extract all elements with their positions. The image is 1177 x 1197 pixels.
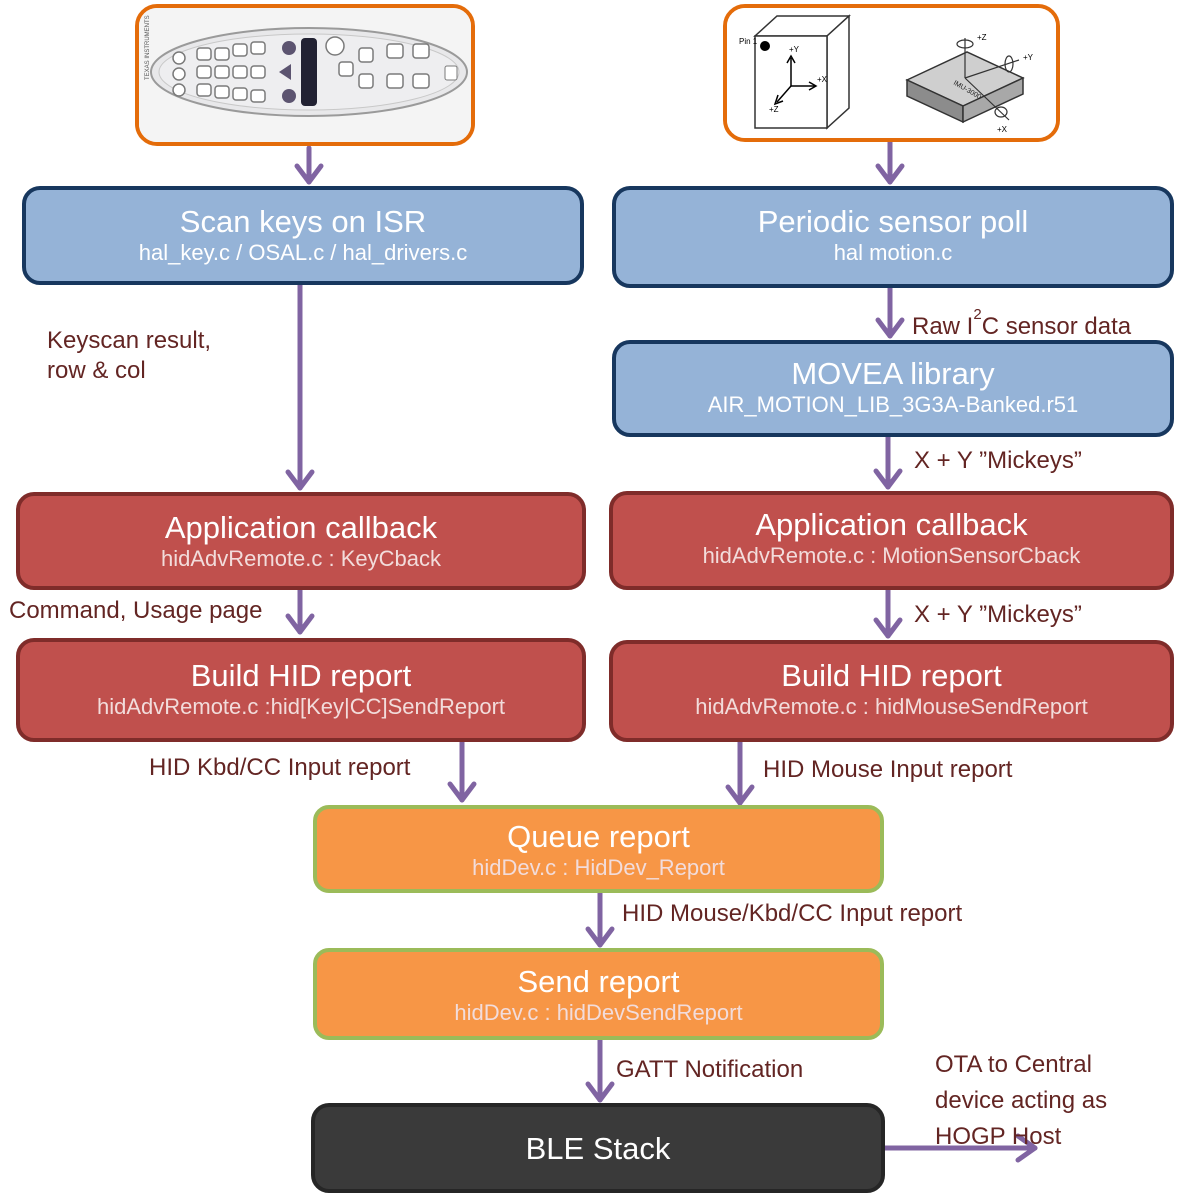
combined-input-label: HID Mouse/Kbd/CC Input report — [622, 900, 963, 927]
left-build-title: Build HID report — [190, 658, 412, 693]
arrow-scan-to-callback — [285, 282, 315, 491]
axis-y-label: +Y — [789, 45, 800, 54]
right-build-title: Build HID report — [781, 658, 1002, 693]
left-build-subtitle: hidAdvRemote.c :hid[Key|CC]SendReport — [96, 694, 506, 719]
left-callback-subtitle: hidAdvRemote.c : KeyCback — [160, 546, 442, 571]
keyscan-label-line2: row & col — [47, 357, 146, 384]
arrow-callback-to-build-right — [873, 587, 903, 639]
send-report-title: Send report — [517, 964, 680, 999]
arrow-right-build-to-queue — [725, 739, 755, 806]
sensor-orientation-image: Pin 1 +Y +X +Z IMU-3000 +Z +Y + — [723, 4, 1060, 142]
arrow-callback-to-build — [285, 587, 315, 635]
arrow-send-to-ble — [585, 1037, 615, 1103]
left-callback-box: Application callback hidAdvRemote.c : Ke… — [16, 492, 586, 590]
axis-x-label: +X — [817, 75, 828, 84]
mickeys-label-1: X + Y ”Mickeys” — [914, 447, 1082, 474]
arrow-left-build-to-queue — [447, 739, 477, 803]
pin-label: Pin 1 — [739, 37, 758, 46]
right-build-subtitle: hidAdvRemote.c : hidMouseSendReport — [695, 694, 1088, 719]
right-callback-box: Application callback hidAdvRemote.c : Mo… — [609, 491, 1174, 590]
left-input-label: HID Kbd/CC Input report — [149, 754, 411, 781]
arrow-remote-to-scan — [294, 145, 324, 185]
imu-orientation-icon: Pin 1 +Y +X +Z IMU-3000 +Z +Y + — [727, 8, 1056, 138]
sensor-poll-title: Periodic sensor poll — [757, 204, 1029, 239]
raw-i2c-label: Raw I2C sensor data — [912, 306, 1131, 342]
right-callback-title: Application callback — [755, 507, 1028, 542]
remote-control-icon: TEXAS INSTRUMENTS — [139, 8, 471, 142]
command-label: Command, Usage page — [9, 597, 263, 624]
ota-label-line1: OTA to Central — [935, 1051, 1092, 1078]
movea-title: MOVEA library — [791, 356, 995, 391]
svg-text:+Z: +Z — [977, 33, 987, 42]
sensor-poll-subtitle: hal motion.c — [833, 240, 953, 265]
right-callback-subtitle: hidAdvRemote.c : MotionSensorCback — [702, 543, 1081, 568]
axis-z-label: +Z — [769, 105, 779, 114]
ble-stack-box: BLE Stack — [311, 1103, 885, 1193]
arrow-movea-to-callback — [873, 434, 903, 490]
raw-i2c-superscript: 2 — [973, 306, 982, 323]
scan-keys-box: Scan keys on ISR hal_key.c / OSAL.c / ha… — [22, 186, 584, 285]
raw-i2c-suffix: C sensor data — [981, 313, 1132, 340]
mickeys-label-2: X + Y ”Mickeys” — [914, 601, 1082, 628]
send-report-box: Send report hidDev.c : hidDevSendReport — [313, 948, 884, 1040]
queue-report-box: Queue report hidDev.c : HidDev_Report — [313, 805, 884, 893]
svg-text:+Y: +Y — [1023, 53, 1034, 62]
movea-subtitle: AIR_MOTION_LIB_3G3A-Banked.r51 — [707, 392, 1079, 417]
gatt-notification-label: GATT Notification — [616, 1056, 804, 1083]
scan-keys-title: Scan keys on ISR — [179, 204, 427, 239]
scan-keys-subtitle: hal_key.c / OSAL.c / hal_drivers.c — [138, 240, 468, 265]
sensor-poll-box: Periodic sensor poll hal motion.c — [612, 186, 1174, 288]
svg-text:+X: +X — [997, 125, 1008, 134]
raw-i2c-prefix: Raw I — [912, 313, 974, 340]
keyscan-label: Keyscan result, row & col — [47, 326, 211, 386]
arrow-queue-to-send — [585, 890, 615, 948]
ota-label-line2: device acting as — [935, 1087, 1108, 1114]
remote-control-image: TEXAS INSTRUMENTS — [135, 4, 475, 146]
ota-label: OTA to Central device acting as HOGP Hos… — [935, 1047, 1107, 1155]
send-report-subtitle: hidDev.c : hidDevSendReport — [454, 1000, 743, 1025]
right-input-label: HID Mouse Input report — [763, 756, 1013, 783]
ble-stack-title: BLE Stack — [525, 1131, 671, 1166]
queue-report-title: Queue report — [507, 819, 690, 854]
arrow-ble-to-ota — [880, 1133, 1038, 1163]
queue-report-subtitle: hidDev.c : HidDev_Report — [472, 855, 725, 880]
keyscan-label-line1: Keyscan result, — [47, 327, 212, 354]
arrow-sensor-to-poll — [875, 139, 905, 185]
left-callback-title: Application callback — [164, 510, 438, 545]
movea-box: MOVEA library AIR_MOTION_LIB_3G3A-Banked… — [612, 340, 1174, 437]
arrow-poll-to-movea — [875, 285, 905, 339]
right-build-box: Build HID report hidAdvRemote.c : hidMou… — [609, 640, 1174, 742]
svg-text:TEXAS INSTRUMENTS: TEXAS INSTRUMENTS — [145, 15, 151, 80]
left-build-box: Build HID report hidAdvRemote.c :hid[Key… — [16, 638, 586, 742]
ota-label-line3: HOGP Host — [935, 1123, 1062, 1150]
